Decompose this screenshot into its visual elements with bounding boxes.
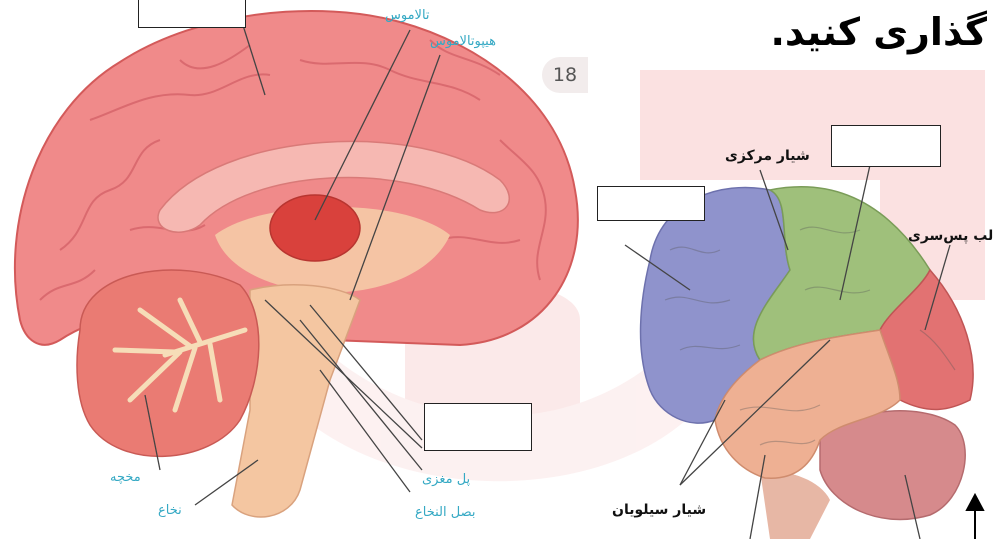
label-cerebellum: مخچه — [110, 470, 141, 485]
label-sylvian-fissure: شیار سیلویان — [612, 502, 706, 518]
answer-box-parietal-lobe[interactable] — [831, 125, 941, 167]
label-spinal-cord: نخاع — [158, 503, 182, 518]
up-arrow — [967, 495, 983, 539]
label-thalamus: تالاموس — [385, 8, 430, 23]
page-number-badge: 18 — [542, 57, 588, 93]
thalamus-shape — [270, 195, 360, 261]
brainstem-lateral — [760, 470, 830, 539]
label-hypothalamus: هیپوتالاموس — [430, 34, 496, 49]
label-pons: پل مغزی — [422, 472, 470, 487]
label-medulla: بصل النخاع — [415, 505, 475, 520]
page-title: گذاری کنید. — [770, 10, 987, 54]
answer-box-frontal-lobe[interactable] — [597, 186, 705, 221]
label-occipital-lobe: لب پس‌سری — [908, 228, 993, 244]
label-central-sulcus: شیار مرکزی — [725, 148, 810, 164]
page-number: 18 — [553, 64, 577, 86]
answer-box-brainstem[interactable] — [424, 403, 532, 451]
answer-box-top-left[interactable] — [138, 0, 246, 28]
